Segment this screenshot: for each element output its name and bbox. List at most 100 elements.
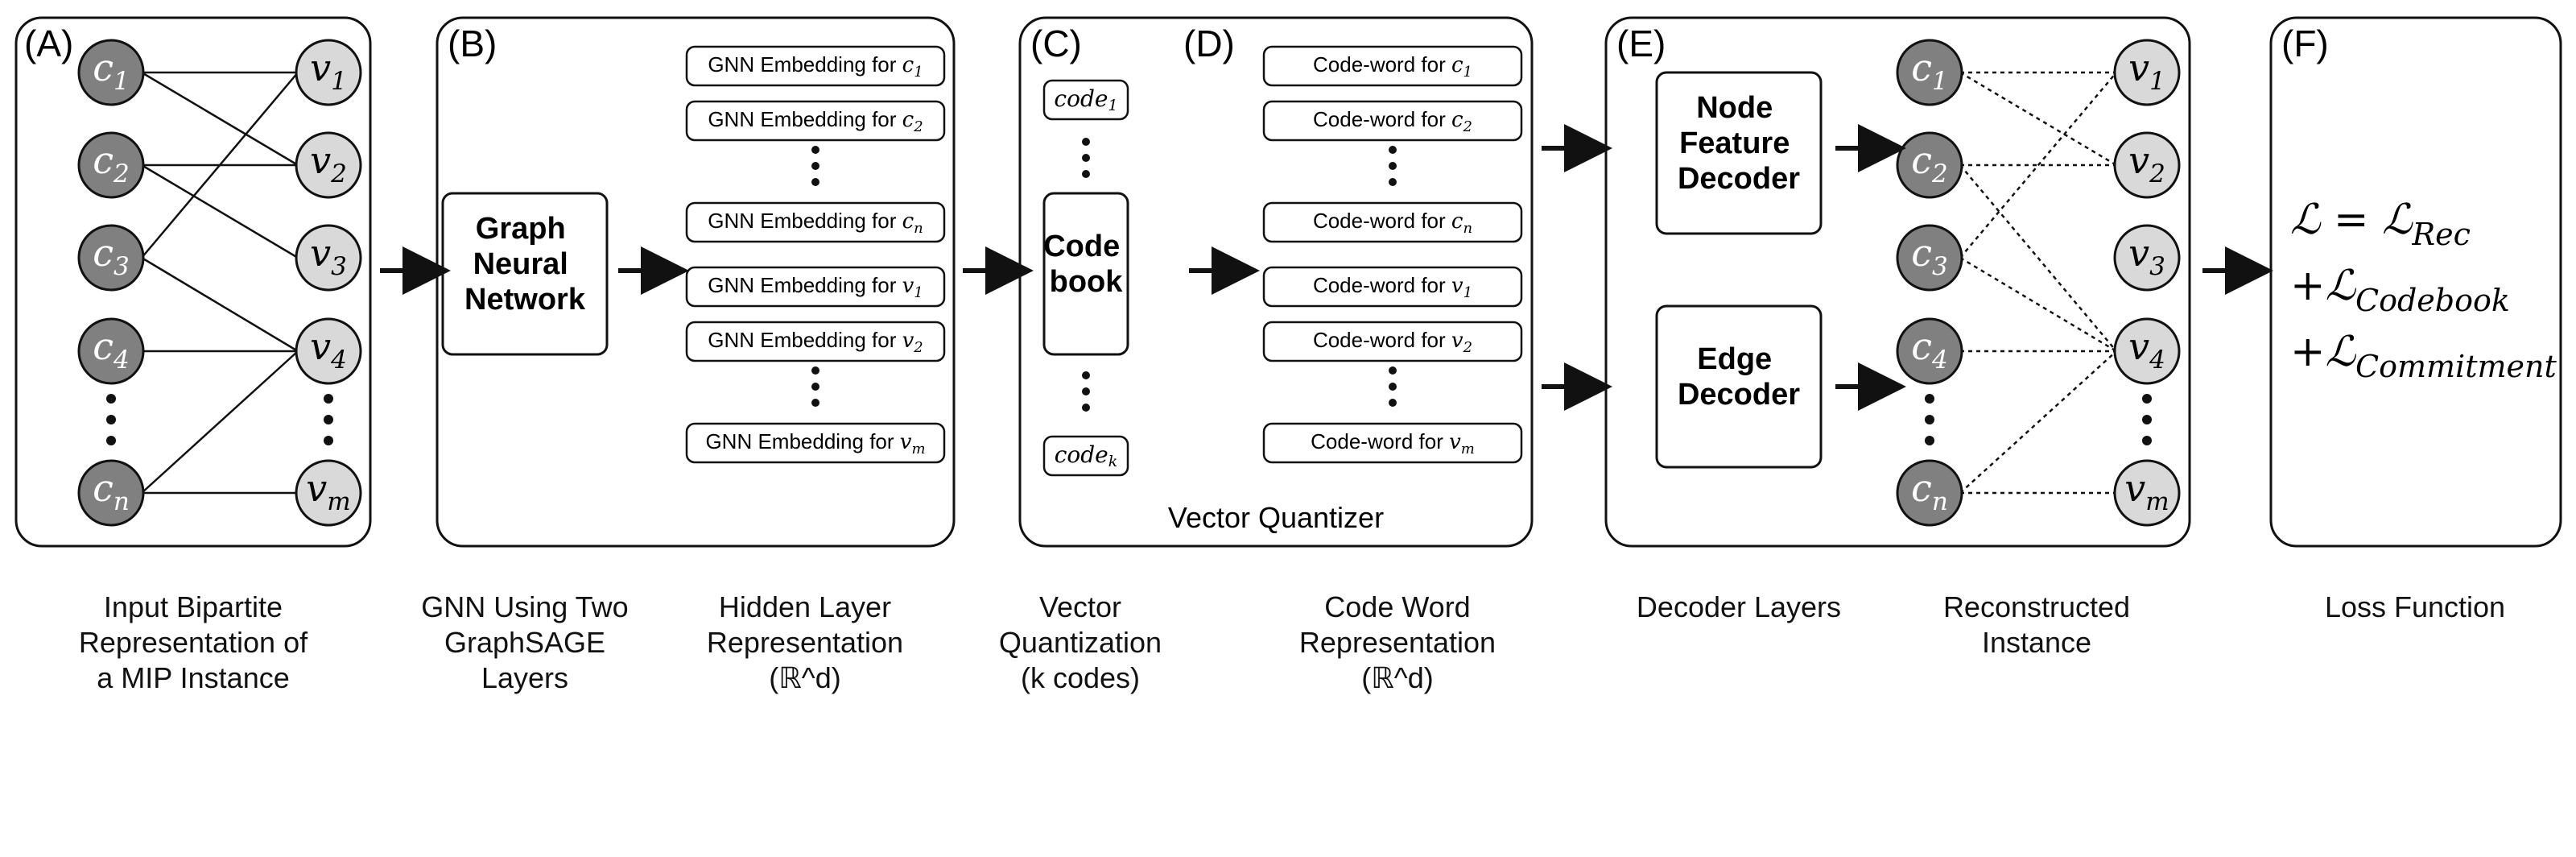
input-node-v2 (295, 131, 362, 199)
edge-decoder-label: Edge Decoder (1678, 342, 1800, 412)
panel-b-label: (B) (448, 23, 497, 64)
codeword-box-vm (1262, 422, 1523, 464)
input-node-label-v1: v1 (310, 46, 347, 96)
codeword-label-cn: Code-word for cn (1313, 209, 1472, 237)
panel-e-label: (E) (1616, 23, 1666, 64)
codeword-box-cn (1262, 201, 1523, 243)
recon-node-label-c4: c4 (1911, 325, 1948, 375)
code-ellipsis-top (1082, 138, 1090, 178)
codeword-label-c1: Code-word for c1 (1313, 52, 1472, 81)
recon-node-vm (2113, 459, 2181, 527)
input-node-v3 (295, 224, 362, 292)
codebook-label: Code book (1043, 230, 1129, 299)
recon-node-label-v1: v1 (2128, 46, 2165, 96)
recon-node-v2 (2113, 131, 2181, 199)
recon-edge-c2-v4 (1959, 164, 2117, 352)
gnn-embedding-ellipsis-bottom (811, 366, 819, 407)
codeword-label-v1: Code-word for v1 (1313, 273, 1472, 301)
panel-a-frame (14, 16, 372, 548)
input-variable-ellipsis (324, 394, 333, 445)
recon-variable-ellipsis (2142, 394, 2152, 445)
edge-decoder-box (1655, 304, 1823, 469)
input-node-c4 (77, 317, 145, 385)
caption-reconstructed: Reconstructed Instance (1942, 590, 2131, 659)
gnn-embedding-label-c2: GNN Embedding for c2 (708, 107, 923, 135)
caption-gnn: GNN Using Two GraphSAGE Layers (421, 590, 629, 694)
node-feature-decoder-label: Node Feature Decoder (1678, 91, 1800, 196)
code-box-codek (1042, 435, 1129, 477)
caption-vq: Vector Quantization (k codes) (998, 590, 1162, 694)
recon-node-label-v3: v3 (2128, 231, 2165, 281)
recon-node-v4 (2113, 317, 2181, 385)
input-node-v1 (295, 39, 362, 106)
input-node-label-c3: c3 (93, 231, 130, 281)
caption-loss: Loss Function (2324, 590, 2506, 623)
panel-d-label: (D) (1183, 23, 1235, 64)
codeword-label-c2: Code-word for c2 (1313, 107, 1472, 135)
code-label-code1: code1 (1054, 85, 1117, 115)
gnn-embedding-label-c1: GNN Embedding for c1 (708, 52, 923, 81)
input-node-label-c1: c1 (93, 46, 130, 96)
gnn-embedding-label-cn: GNN Embedding for cn (708, 209, 923, 237)
input-node-c1 (77, 39, 145, 106)
recon-node-label-v4: v4 (2128, 325, 2165, 375)
input-node-v4 (295, 317, 362, 385)
codebook-box (1042, 192, 1129, 356)
input-node-c2 (77, 131, 145, 199)
recon-node-label-c1: c1 (1911, 46, 1948, 96)
codeword-label-v2: Code-word for v2 (1313, 328, 1472, 356)
recon-node-label-cn: cn (1911, 466, 1948, 516)
code-label-codek: codek (1055, 441, 1118, 471)
input-node-cn (77, 459, 145, 527)
recon-edge-c1-v2 (1959, 71, 2117, 167)
recon-edge-cn-v4 (1959, 350, 2117, 494)
recon-node-label-v2: v2 (2128, 139, 2165, 188)
gnn-embedding-box-c1 (685, 45, 946, 87)
input-node-label-cn: cn (93, 466, 130, 516)
recon-edge-c3-v4 (1959, 256, 2117, 353)
gnn-embedding-label-v2: GNN Embedding for v2 (708, 328, 923, 356)
input-node-label-v4: v4 (310, 325, 347, 375)
caption-codeword: Code Word Representation (ℝ^d) (1298, 590, 1496, 694)
panel-e-frame (1604, 16, 2191, 548)
node-feature-decoder-box (1655, 71, 1823, 235)
input-node-label-c4: c4 (93, 325, 130, 375)
vector-quantizer-title: Vector Quantizer (1168, 501, 1384, 534)
codeword-box-v1 (1262, 266, 1523, 308)
recon-node-v1 (2113, 39, 2181, 106)
input-node-label-c2: c2 (93, 139, 130, 188)
gnn-embedding-box-vm (685, 422, 946, 464)
recon-node-c3 (1896, 224, 1963, 292)
codeword-box-v2 (1262, 321, 1523, 362)
caption-decoder: Decoder Layers (1636, 590, 1842, 623)
input-node-label-vm: vm (306, 466, 350, 516)
codeword-label-vm: Code-word for vm (1311, 429, 1475, 457)
codeword-list: Code-word for c1 Code-word for c2 Code-wor… (1262, 45, 1523, 464)
gnn-embedding-box-c2 (685, 100, 946, 142)
gnn-embedding-ellipsis-top (811, 146, 819, 186)
recon-node-c1 (1896, 39, 1963, 106)
gnn-box-label: Graph Neural Network (464, 212, 586, 317)
input-node-c3 (77, 224, 145, 292)
caption-input: Input Bipartite Representation of a MIP … (78, 590, 308, 694)
input-edge-c1-v2 (141, 71, 299, 167)
codeword-ellipsis-bottom (1389, 366, 1397, 407)
codeword-box-c1 (1262, 45, 1523, 87)
loss-line-2: +ℒCodebook (2290, 262, 2510, 318)
codeword-box-c2 (1262, 100, 1523, 142)
recon-node-v3 (2113, 224, 2181, 292)
input-edge-c3-v4 (141, 256, 299, 353)
input-edge-c2-v3 (141, 164, 299, 259)
panel-a-label: (A) (24, 23, 73, 64)
gnn-embedding-list: GNN Embedding for c1 GNN Embedding for c2… (685, 45, 946, 464)
code-ellipsis-bottom (1082, 371, 1090, 412)
panel-f-label: (F) (2281, 23, 2329, 64)
recon-constraint-ellipsis (1925, 394, 1934, 445)
input-node-label-v3: v3 (310, 231, 347, 281)
recon-node-label-c2: c2 (1911, 139, 1948, 188)
gnn-embedding-box-v2 (685, 321, 946, 362)
loss-line-3: +ℒCommitment (2290, 328, 2557, 384)
